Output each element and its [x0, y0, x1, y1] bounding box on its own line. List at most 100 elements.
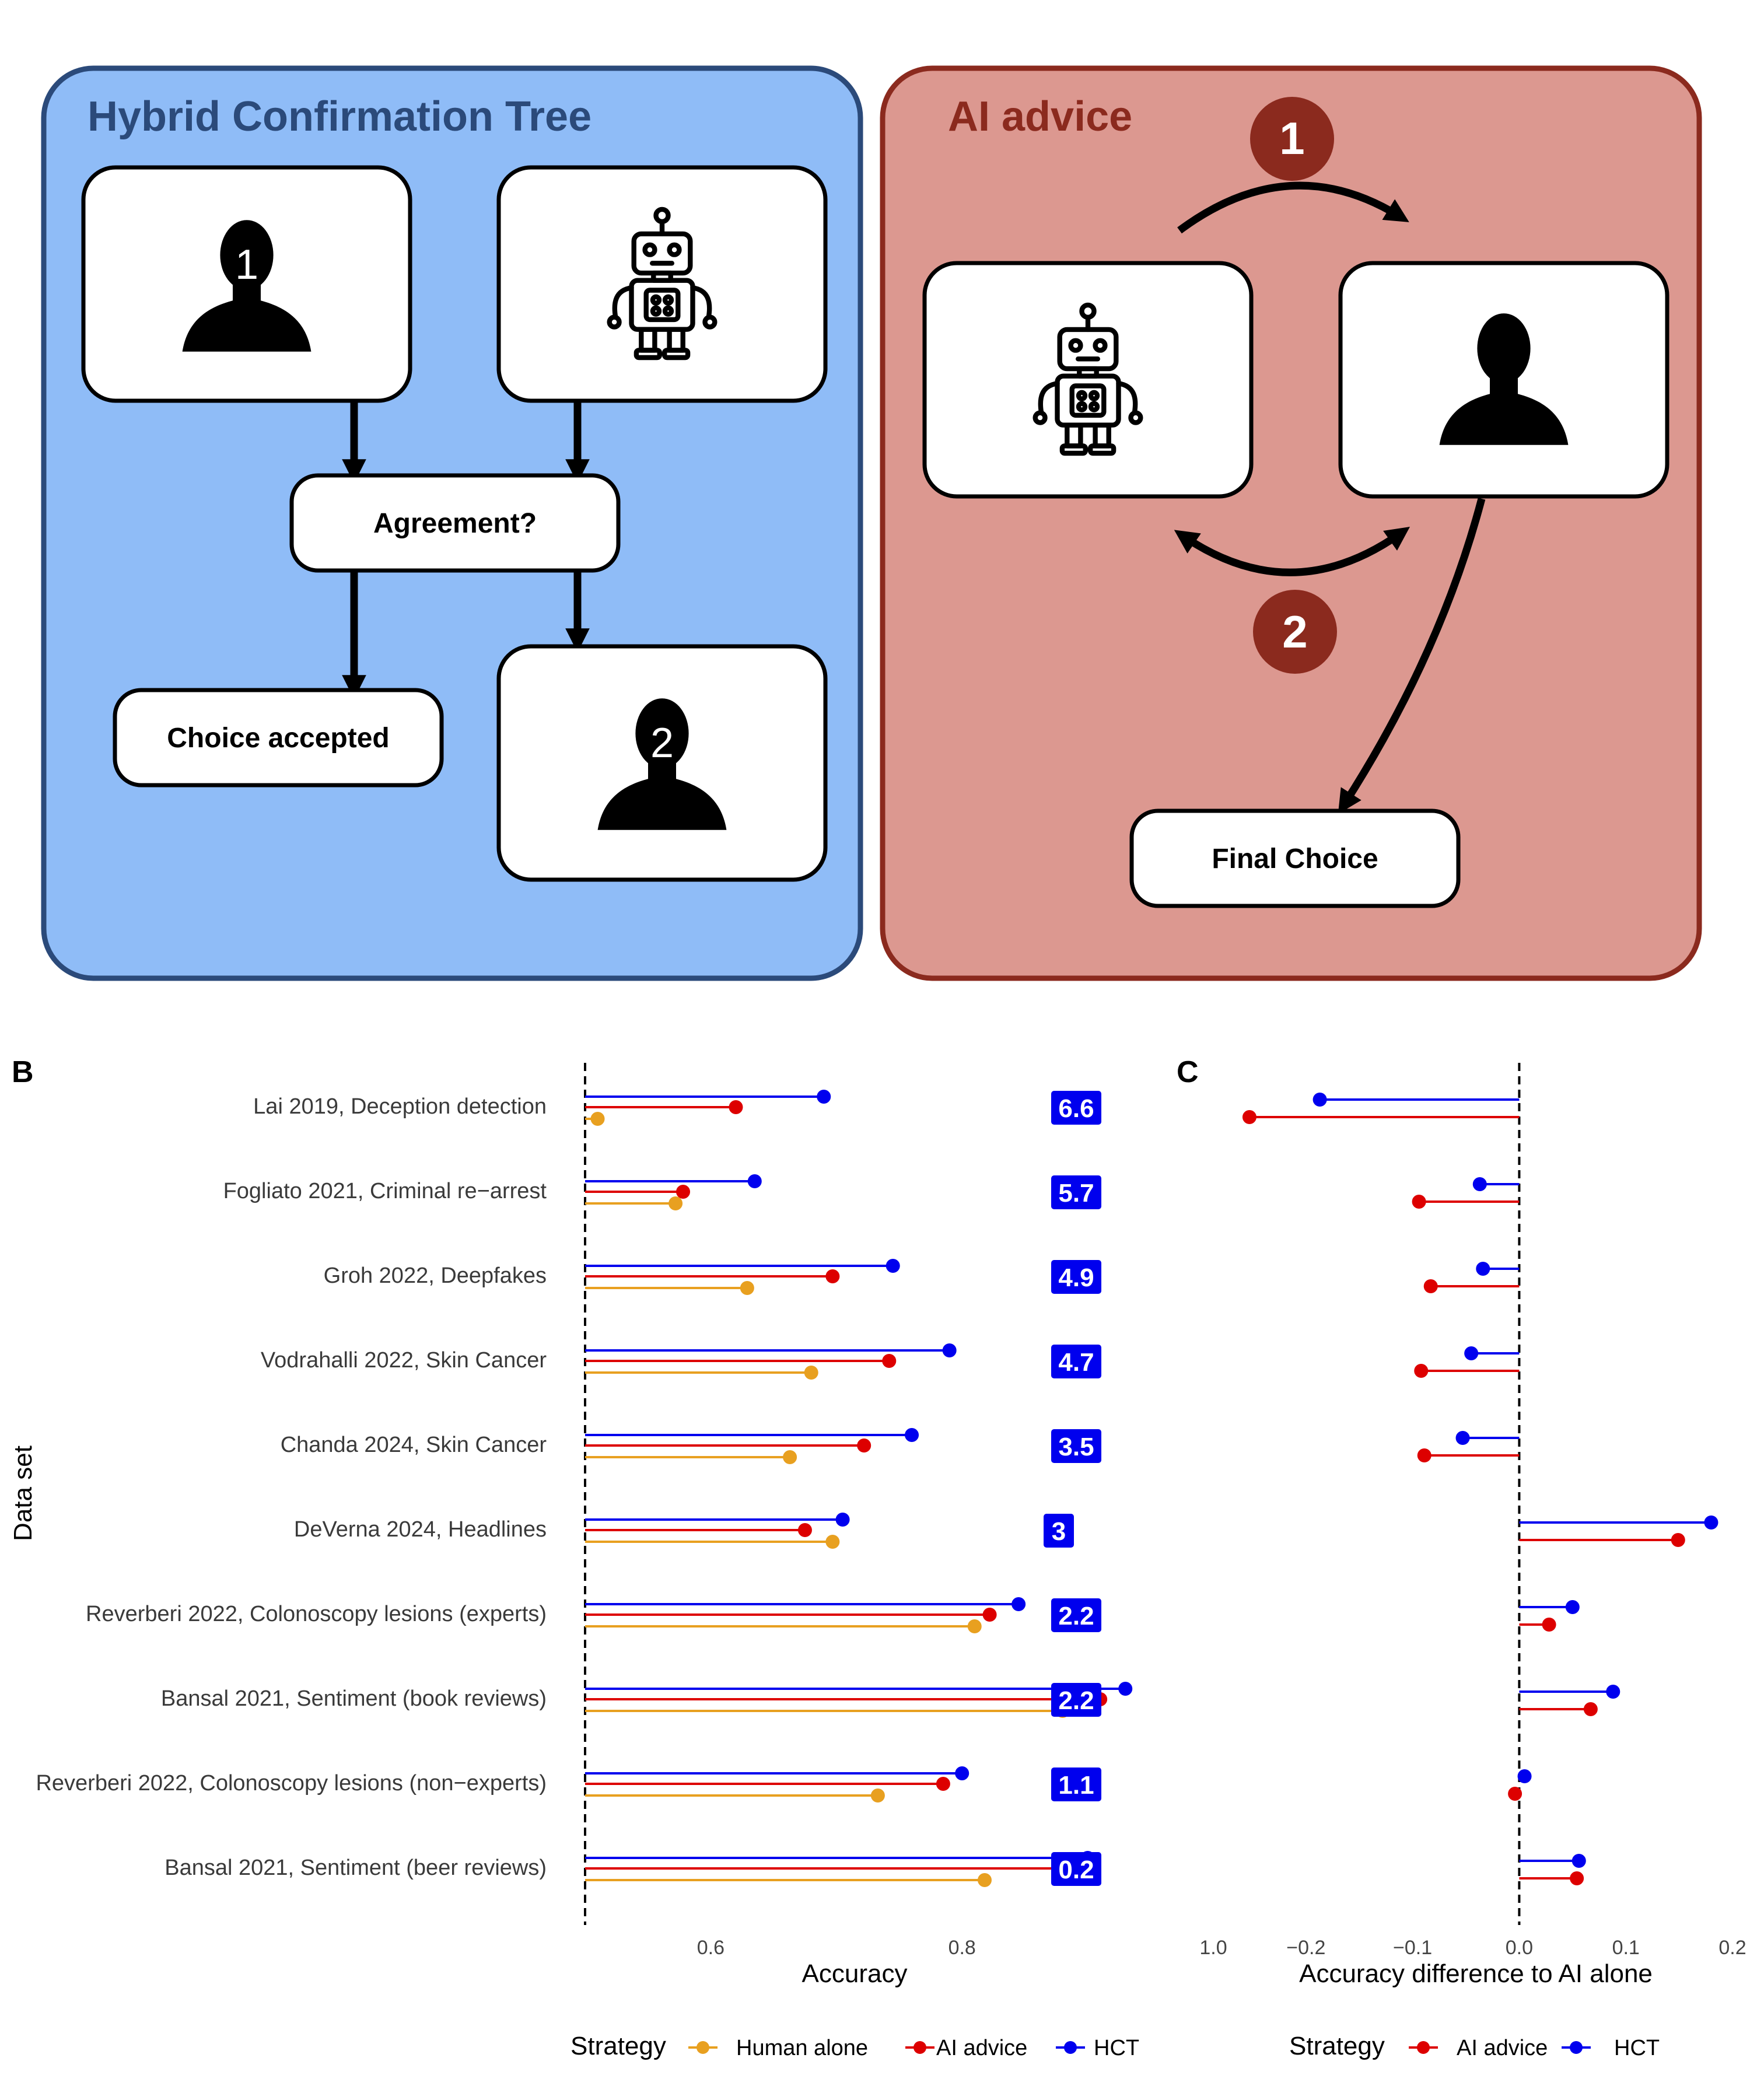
- step2-number: 2: [1282, 606, 1307, 657]
- arrow-robot-human-exchange: [1174, 527, 1410, 576]
- chart-b-legend-label: Human alone: [736, 2036, 868, 2060]
- chart-c-point: [1417, 1448, 1432, 1462]
- chart-b-row-label: Bansal 2021, Sentiment (book reviews): [161, 1686, 547, 1711]
- chart-c-x-tick: 0.0: [1506, 1937, 1533, 1959]
- chart-c-point: [1671, 1533, 1685, 1547]
- chart-c-point: [1570, 1871, 1584, 1885]
- robot1-box: [496, 165, 828, 403]
- chart-b-x-tick: 0.8: [949, 1937, 976, 1959]
- ai-title: AI advice: [948, 93, 1132, 140]
- chart-b-point: [747, 1174, 762, 1188]
- chart-b-row-label: Fogliato 2021, Criminal re−arrest: [223, 1179, 547, 1203]
- chart-c-point: [1572, 1854, 1586, 1868]
- final-choice-label: Final Choice: [1212, 844, 1378, 874]
- chart-b-badge-label: 4.9: [1058, 1264, 1094, 1292]
- chart-b-badge-label: 2.2: [1058, 1686, 1094, 1715]
- chart-b-x-title: Accuracy: [802, 1959, 908, 1988]
- chart-c-point: [1565, 1600, 1580, 1614]
- step1-circle: [1250, 97, 1334, 181]
- chart-c-point: [1606, 1685, 1620, 1699]
- chart-b-badge: [1044, 1514, 1074, 1548]
- chart-c-legend-marker: [1570, 2041, 1583, 2054]
- step1-number: 1: [1279, 113, 1304, 164]
- chart-b-point: [825, 1535, 840, 1549]
- choice-accepted-label: Choice accepted: [167, 723, 389, 754]
- chart-c-point: [1242, 1110, 1256, 1124]
- chart-b-point: [1118, 1682, 1133, 1696]
- chart-b-point: [942, 1343, 957, 1357]
- chart-c-point: [1414, 1364, 1429, 1378]
- chart-b-badge-label: 4.7: [1058, 1348, 1094, 1377]
- chart-b-point: [740, 1281, 754, 1295]
- chart-c-point: [1412, 1195, 1426, 1209]
- chart-b-badge: [1051, 1175, 1101, 1209]
- choice-accepted-box: [113, 688, 444, 788]
- chart-b-badge: [1051, 1091, 1101, 1125]
- agreement-box: [289, 473, 621, 573]
- chart-c-point: [1472, 1177, 1487, 1191]
- chart-b-legend-marker: [696, 2041, 709, 2054]
- arrow-robot-to-human: [1177, 181, 1409, 234]
- chart-b-badge: [1051, 1852, 1101, 1886]
- chart-b-point: [783, 1450, 797, 1464]
- chart-b-badge: [1051, 1345, 1101, 1378]
- chart-c-legend-title: Strategy: [1289, 2032, 1385, 2060]
- chart-b-point: [870, 1788, 885, 1803]
- chart-c-point: [1455, 1431, 1470, 1445]
- panel-c-letter: C: [1177, 1055, 1199, 1089]
- arrow-human-to-final-choice: [1338, 498, 1486, 814]
- panel-b-letter: B: [12, 1055, 34, 1089]
- robot2-box: [922, 261, 1254, 499]
- chart-b-badge: [1051, 1598, 1101, 1632]
- final-choice-box: [1129, 808, 1461, 908]
- chart-b-point: [590, 1112, 605, 1126]
- chart-b-badge-label: 6.6: [1058, 1094, 1094, 1123]
- chart-b-point: [668, 1196, 683, 1210]
- chart-c-point: [1508, 1787, 1522, 1801]
- chart-c-point: [1423, 1279, 1438, 1293]
- chart-b-badge-label: 3.5: [1058, 1433, 1094, 1461]
- chart-b-row-label: Bansal 2021, Sentiment (beer reviews): [164, 1856, 547, 1880]
- chart-b-point: [835, 1513, 850, 1527]
- step2-circle: [1253, 590, 1337, 674]
- chart-b-point: [804, 1366, 818, 1380]
- chart-b-x-tick: 1.0: [1199, 1937, 1227, 1959]
- chart-b-row-label: Reverberi 2022, Colonoscopy lesions (exp…: [86, 1602, 547, 1626]
- chart-c-x-tick: 0.1: [1612, 1937, 1640, 1959]
- chart-c-point: [1312, 1093, 1327, 1107]
- chart-b-badge-label: 2.2: [1058, 1602, 1094, 1630]
- chart-c-x-title: Accuracy difference to AI alone: [1299, 1959, 1653, 1988]
- human2-number: 2: [650, 720, 674, 766]
- chart-b-point: [825, 1269, 840, 1283]
- chart-b-legend-marker: [1064, 2041, 1077, 2054]
- chart-b-badge-label: 3: [1052, 1517, 1066, 1546]
- chart-b-row-label: DeVerna 2024, Headlines: [294, 1517, 547, 1542]
- ai-advice-panel: AI advice 1 2 Final Choice: [880, 65, 1702, 981]
- hct-panel: Hybrid Confirmation Tree 1 Agreement? Ch…: [41, 65, 863, 981]
- chart-c-point: [1517, 1769, 1532, 1783]
- chart-b-point: [905, 1428, 919, 1442]
- chart-b-row-label: Vodrahalli 2022, Skin Cancer: [261, 1348, 547, 1373]
- chart-c-point: [1583, 1702, 1598, 1716]
- hct-title: Hybrid Confirmation Tree: [88, 93, 592, 140]
- chart-b-badge: [1051, 1260, 1101, 1294]
- chart-b-point: [882, 1354, 897, 1368]
- chart-c-legend-marker: [1417, 2041, 1430, 2054]
- chart-b-point: [676, 1185, 691, 1199]
- chart-b-badge: [1051, 1429, 1101, 1463]
- chart-b-badge: [1051, 1768, 1101, 1801]
- chart-b-legend-marker: [914, 2041, 926, 2054]
- chart-b-x-tick: 0.6: [697, 1937, 724, 1959]
- chart-c-legend-label: HCT: [1614, 2036, 1660, 2060]
- chart-b-point: [967, 1619, 982, 1633]
- chart-c-x-tick: −0.2: [1286, 1937, 1325, 1959]
- agreement-label: Agreement?: [373, 508, 537, 539]
- chart-b-point: [977, 1873, 992, 1887]
- chart-b-point: [817, 1090, 831, 1104]
- chart-c-x-tick: 0.2: [1718, 1937, 1746, 1959]
- chart-c-point: [1704, 1516, 1718, 1530]
- chart-c-point: [1542, 1618, 1556, 1632]
- chart-b-point: [982, 1608, 997, 1622]
